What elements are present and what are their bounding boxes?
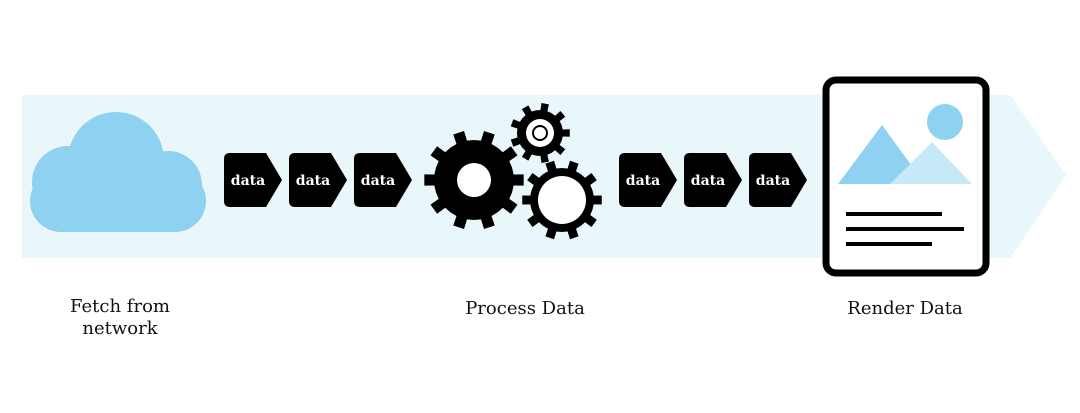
gear-small <box>510 103 570 163</box>
data-packet-label: data <box>626 173 660 189</box>
gear-hole <box>538 176 586 224</box>
mountain-front <box>890 142 972 184</box>
fetch-caption: Fetch from network <box>70 296 170 339</box>
process-caption: Process Data <box>465 298 585 319</box>
text-line <box>846 227 964 231</box>
gear-hole <box>457 163 491 197</box>
data-packet: data <box>619 153 677 207</box>
data-packet-label: data <box>231 173 265 189</box>
sun-shape <box>927 104 963 140</box>
text-line <box>846 212 942 216</box>
data-packet-label: data <box>361 173 395 189</box>
data-packet-label: data <box>756 173 790 189</box>
document-icon <box>822 76 990 277</box>
gears-icon <box>424 103 602 240</box>
data-packet-label: data <box>691 173 725 189</box>
data-packet-label: data <box>296 173 330 189</box>
gear-large <box>424 131 524 229</box>
gear-hole <box>534 127 546 139</box>
data-packet: data <box>749 153 807 207</box>
gear-medium <box>522 160 602 240</box>
mountain-back <box>838 125 925 184</box>
data-packet: data <box>224 153 282 207</box>
render-caption: Render Data <box>847 298 963 319</box>
text-line <box>846 242 932 246</box>
data-packet: data <box>354 153 412 207</box>
data-packet: data <box>289 153 347 207</box>
cloud-icon <box>30 112 206 232</box>
data-packet: data <box>684 153 742 207</box>
